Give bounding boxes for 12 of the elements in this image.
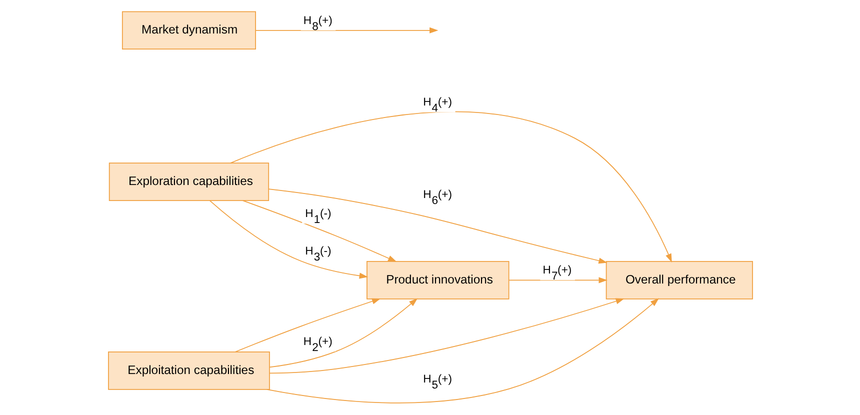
arrow: [268, 188, 607, 264]
node-box: Exploration capabilities: [108, 162, 269, 201]
arrow: [268, 298, 624, 374]
node-box: Exploitation capabilities: [108, 352, 270, 390]
node-box: Overall performance: [605, 261, 752, 300]
node-box: Product innovations: [366, 261, 509, 300]
node-box: Market dynamism: [121, 11, 256, 50]
arrow: [266, 298, 659, 404]
arrow: [208, 200, 368, 279]
arrow: [508, 277, 607, 284]
arrow: [268, 298, 418, 368]
arrow: [254, 27, 438, 34]
